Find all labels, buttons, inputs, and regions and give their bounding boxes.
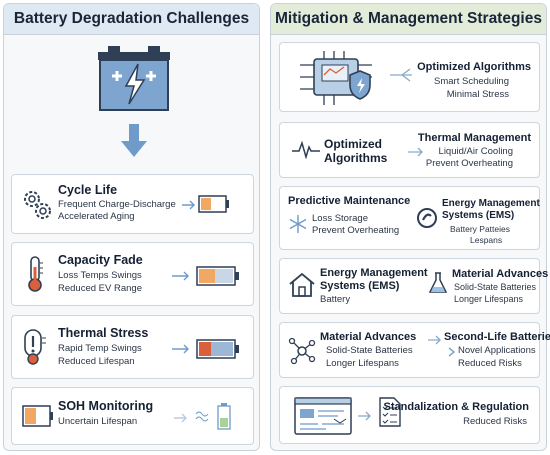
row-1-title: Optimized Algorithms bbox=[417, 61, 531, 73]
capacity-fade-line-1: Loss Temps Swings bbox=[58, 270, 142, 281]
row-5-right-line-2: Reduced Risks bbox=[458, 358, 522, 369]
strategy-row-2: Optimized Algorithms Thermal Management … bbox=[279, 122, 540, 178]
small-battery-icon bbox=[195, 411, 209, 422]
warning-thermometer-icon bbox=[24, 329, 46, 365]
row-3-left-title: Predictive Maintenance bbox=[288, 195, 411, 207]
battery-hot-icon bbox=[196, 339, 239, 359]
soh-monitoring-line-1: Uncertain Lifespan bbox=[58, 416, 138, 427]
checklist-icon bbox=[379, 397, 401, 427]
cycle-life-line-1: Frequent Charge-Discharge bbox=[58, 199, 176, 210]
row-3-right-title-2: Systems (EMS) bbox=[442, 210, 515, 221]
chevron-right-icon bbox=[448, 347, 456, 357]
row-2-left-title-1: Optimized Algorithms bbox=[324, 137, 388, 165]
soh-monitoring-title: SOH Monitoring bbox=[58, 399, 154, 413]
snowflake-icon bbox=[289, 215, 307, 233]
arrow-icon bbox=[182, 200, 195, 210]
strategy-row-5: Material Advances Solid-State Batteries … bbox=[279, 322, 550, 378]
challenges-header: Battery Degradation Challenges bbox=[4, 4, 259, 35]
arrow-icon bbox=[172, 344, 189, 354]
ems-dial-icon bbox=[417, 208, 437, 228]
strategies-header: Mitigation & Management Strategies bbox=[271, 4, 546, 35]
strategy-row-4: Energy Management Systems (EMS) Battery … bbox=[279, 258, 548, 314]
row-5-left-line-2: Longer Lifespans bbox=[326, 358, 399, 369]
cycle-life-line-2: Accelerated Aging bbox=[58, 211, 135, 222]
circuit-shield-icon bbox=[300, 51, 372, 105]
vertical-battery-icon bbox=[217, 403, 231, 430]
thermometer-icon bbox=[28, 256, 43, 292]
row-4-left-line-1: Battery bbox=[320, 294, 351, 305]
row-2-right-title: Thermal Management bbox=[417, 132, 531, 144]
arrow-icon bbox=[172, 271, 189, 281]
battery-low-icon bbox=[198, 195, 229, 213]
arrow-icon bbox=[428, 335, 441, 345]
soh-monitoring-card: SOH Monitoring Uncertain Lifespan bbox=[11, 387, 254, 445]
thermal-stress-card: Thermal Stress Rapid Temp Swings Reduced… bbox=[11, 315, 254, 379]
row-5-right-title: Second-Life Batteries bbox=[444, 331, 550, 343]
row-6-title: Standalization & Regulation bbox=[383, 401, 529, 413]
thermal-stress-line-1: Rapid Temp Swings bbox=[58, 343, 142, 354]
row-3-left-line-2: Prevent Overheating bbox=[312, 225, 400, 236]
pulse-icon bbox=[292, 141, 320, 159]
thermal-stress-line-2: Reduced Lifespan bbox=[58, 356, 135, 367]
row-6-line-1: Reduced Risks bbox=[463, 416, 527, 427]
gears-icon bbox=[24, 191, 51, 219]
row-3-right-line-1: Battery Patteies bbox=[450, 224, 511, 234]
capacity-fade-card: Capacity Fade Loss Temps Swings Reduced … bbox=[11, 242, 254, 306]
row-2-right-line-2: Prevent Overheating bbox=[425, 158, 513, 169]
house-icon bbox=[289, 272, 315, 297]
row-1-line-1: Smart Scheduling bbox=[434, 76, 509, 87]
branch-arrow-icon bbox=[390, 68, 412, 82]
capacity-fade-line-2: Reduced EV Range bbox=[58, 283, 142, 294]
row-5-left-line-1: Solid-State Batteries bbox=[326, 345, 413, 356]
battery-half-icon bbox=[196, 266, 239, 286]
arrow-icon bbox=[358, 411, 371, 421]
row-3-left-line-1: Loss Storage bbox=[312, 213, 368, 224]
strategy-row-6: Standalization & Regulation Reduced Risk… bbox=[279, 386, 540, 444]
battery-icon bbox=[22, 405, 53, 427]
thermal-stress-title: Thermal Stress bbox=[58, 326, 149, 340]
row-5-left-title: Material Advances bbox=[320, 331, 417, 343]
dashboard-icon bbox=[294, 397, 352, 435]
arrow-icon bbox=[174, 413, 187, 423]
network-icon bbox=[288, 337, 316, 365]
cycle-life-title: Cycle Life bbox=[58, 183, 118, 197]
row-3-right-title-1: Energy Management bbox=[442, 198, 540, 209]
row-4-right-line-1: Solid-State Batteries bbox=[454, 282, 537, 292]
row-5-right-line-1: Novel Applications bbox=[458, 345, 536, 356]
flask-icon bbox=[428, 272, 448, 293]
row-4-left-title-1: Energy Management bbox=[320, 267, 428, 279]
strategies-panel: Mitigation & Management Strategies Optim… bbox=[270, 3, 550, 451]
row-3-right-line-2: Lespans bbox=[470, 235, 503, 245]
row-4-right-title: Material Advances bbox=[452, 268, 549, 280]
cycle-life-card: Cycle Life Frequent Charge-Discharge Acc… bbox=[11, 174, 254, 234]
down-arrow-icon bbox=[121, 124, 147, 157]
strategy-row-1: Optimized Algorithms Smart Scheduling Mi… bbox=[279, 42, 540, 112]
challenges-panel: Battery Degradation Challenges Cycle Lif… bbox=[3, 3, 260, 451]
row-4-right-line-2: Longer Lifespans bbox=[454, 294, 524, 304]
row-2-right-line-1: Liquid/Air Cooling bbox=[438, 146, 513, 157]
arrow-icon bbox=[408, 147, 423, 157]
battery-bolt-icon bbox=[98, 46, 170, 111]
row-4-left-title-2: Systems (EMS) bbox=[320, 280, 400, 292]
strategy-row-3: Predictive Maintenance Loss Storage Prev… bbox=[279, 186, 540, 250]
row-1-line-2: Minimal Stress bbox=[446, 89, 509, 100]
capacity-fade-title: Capacity Fade bbox=[58, 253, 143, 267]
